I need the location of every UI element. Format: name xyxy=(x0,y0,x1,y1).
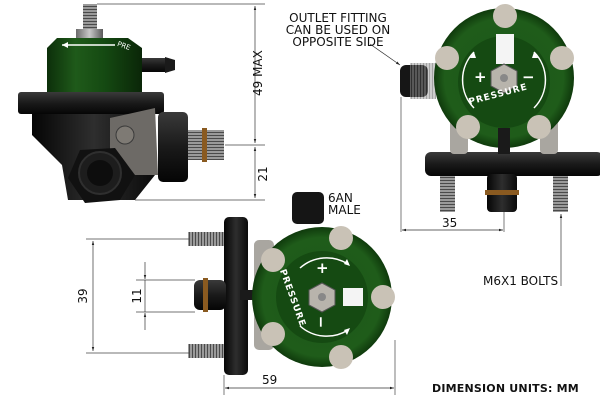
dial-plus-front: + xyxy=(316,259,329,277)
dial-minus-front: − xyxy=(311,315,330,329)
o-ring xyxy=(203,278,208,312)
top-view xyxy=(400,4,600,212)
bracket-bolt xyxy=(115,125,135,145)
mounting-plate xyxy=(224,217,248,375)
dial-plus-top: + xyxy=(474,68,487,86)
dim-label-35: 35 xyxy=(442,216,458,230)
an-fitting xyxy=(292,192,324,224)
dim-label-21: 21 xyxy=(256,166,270,182)
cap-screw xyxy=(493,4,517,28)
top-stud xyxy=(83,4,97,31)
base-flange xyxy=(18,92,164,114)
fitting-note: 6AN MALE xyxy=(328,191,361,217)
dial-arrow-upper-icon xyxy=(299,257,349,269)
vacuum-nipple xyxy=(142,58,167,72)
outlet-nut xyxy=(158,112,188,182)
dim-label-59: 59 xyxy=(262,373,278,387)
o-ring xyxy=(485,190,519,195)
front-view xyxy=(188,192,395,375)
cap-screw xyxy=(371,285,395,309)
side-view-dimensions xyxy=(97,3,265,201)
adjust-indicator xyxy=(496,34,514,64)
cap-screw xyxy=(261,248,285,272)
bolt-right xyxy=(553,176,568,212)
dial-arrow-lower-icon xyxy=(299,325,349,337)
front-view-dimensions xyxy=(86,238,396,395)
arrow-head-icon xyxy=(62,42,68,48)
cap-screw xyxy=(550,46,574,70)
green-cap xyxy=(47,38,142,92)
cap-screw xyxy=(456,115,480,139)
dial-arrow-left-icon xyxy=(461,51,475,109)
bolt-lower xyxy=(188,344,226,358)
cap-screw xyxy=(329,226,353,250)
outlet-leader xyxy=(369,43,401,66)
bolt-left xyxy=(440,176,455,212)
dial-arrow-right-icon xyxy=(533,51,547,109)
top-nut xyxy=(76,29,103,38)
bolt-upper xyxy=(188,232,226,246)
side-view xyxy=(18,4,224,203)
top-view-dimensions xyxy=(369,43,563,286)
dim-label-11: 11 xyxy=(130,288,144,304)
cap-screw xyxy=(329,345,353,369)
bolts-note: M6X1 BOLTS xyxy=(483,274,559,288)
cap-screw xyxy=(527,115,551,139)
dim-label-39: 39 xyxy=(76,288,90,304)
mounting-plate xyxy=(425,152,600,176)
outlet-note: OUTLET FITTING CAN BE USED ON OPPOSITE S… xyxy=(285,11,391,49)
adjust-indicator xyxy=(343,288,363,306)
cap-screw xyxy=(261,322,285,346)
units-note: DIMENSION UNITS: MM xyxy=(432,382,579,395)
dim-label-49-max: 49 MAX xyxy=(251,50,265,96)
o-ring xyxy=(202,128,207,162)
cap-screw xyxy=(435,46,459,70)
dial-minus-top: − xyxy=(522,68,535,86)
inlet-port xyxy=(194,280,226,310)
